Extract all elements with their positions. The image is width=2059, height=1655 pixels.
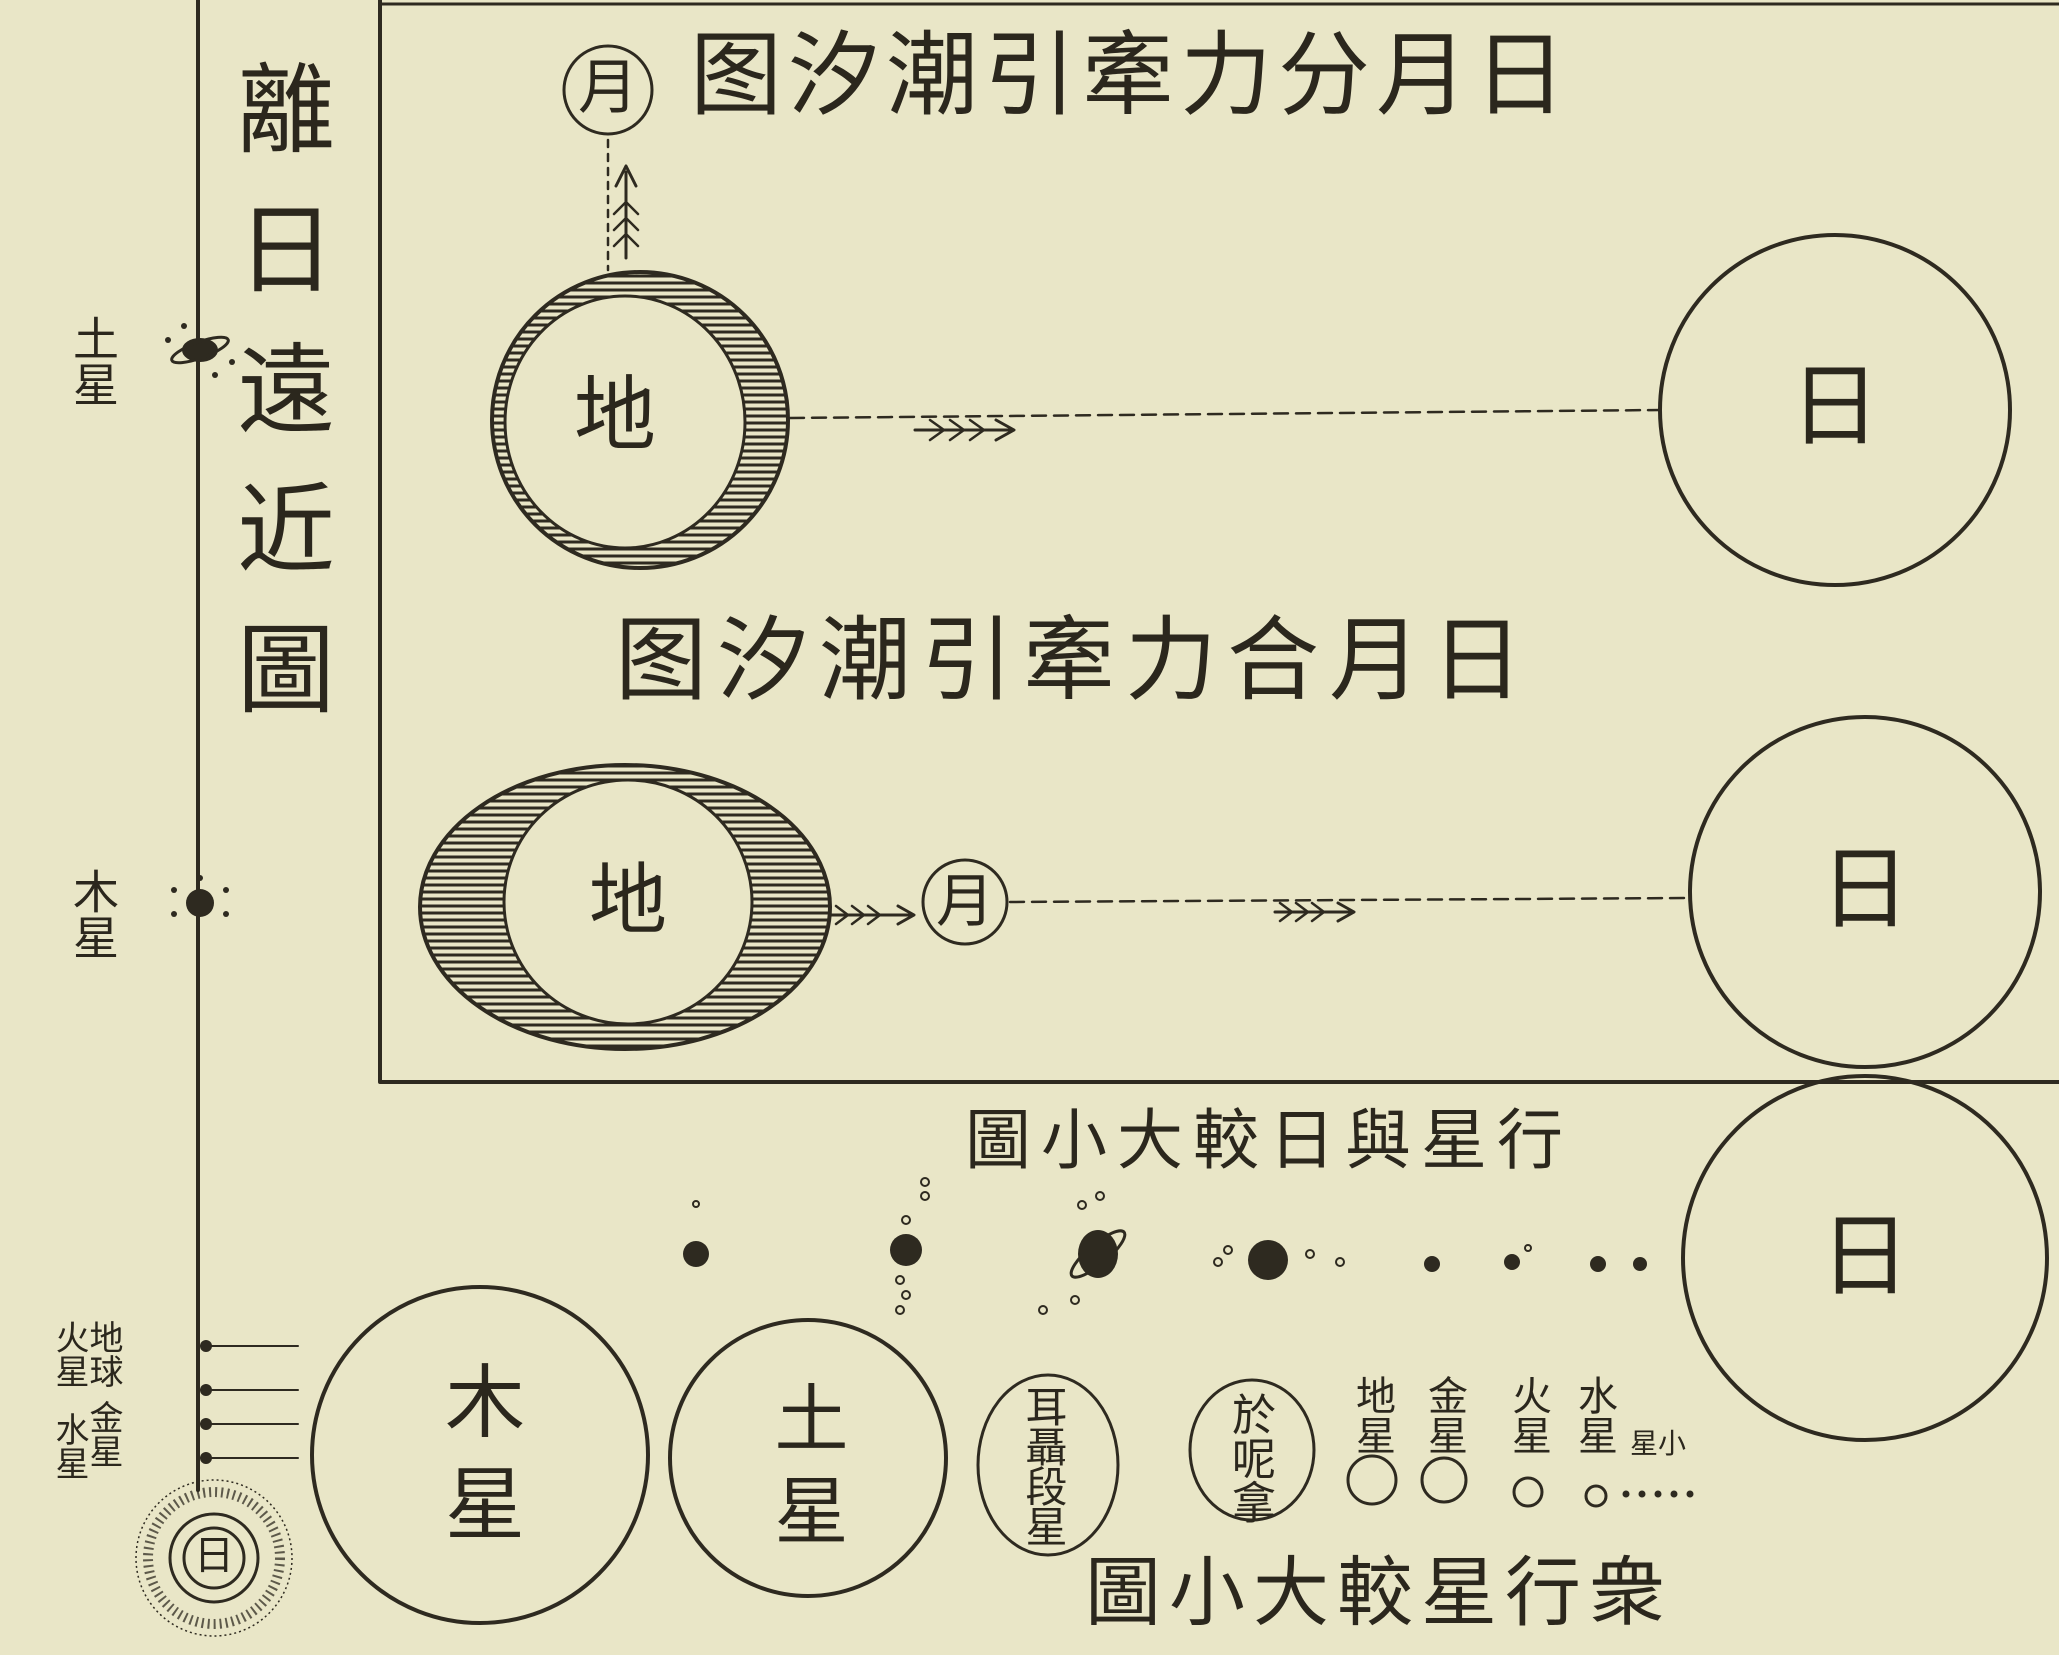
axis-jupiter-marker xyxy=(171,875,229,917)
venus-label: 金星 xyxy=(1421,1375,1467,1455)
jupiter-circle xyxy=(310,1285,650,1625)
earth-label-upper: 地 xyxy=(573,368,656,463)
saturn-circle xyxy=(668,1318,948,1598)
title-planet-sun-compare: 行星與日較大小圖 xyxy=(965,1102,1573,1179)
uranus-label: 耳聶段星 xyxy=(1019,1385,1068,1545)
axis-saturn-marker xyxy=(165,323,235,378)
earth-label-lower: 地 xyxy=(588,856,667,946)
saturn-label: 土星 xyxy=(762,1380,848,1564)
moon-conjunct xyxy=(921,858,1009,946)
neptune-label: 於呢拿 xyxy=(1224,1392,1275,1524)
mars-label: 火星 xyxy=(1505,1375,1551,1455)
title-sun-distance: 離日遠近圖 xyxy=(220,58,334,758)
uranus-circle xyxy=(976,1373,1120,1557)
tide-frame xyxy=(378,0,2059,1084)
earth-small-label: 地星 xyxy=(1349,1375,1395,1455)
axis-saturn-label: 土星 xyxy=(66,315,120,407)
sun-label-compare: 日 xyxy=(1820,1204,1910,1309)
sun-conjunct xyxy=(1688,715,2042,1069)
moon-label-lower: 月 xyxy=(935,867,994,935)
axis-label-venus: 金星 xyxy=(83,1400,123,1468)
mercury-label: 水星 xyxy=(1571,1375,1617,1455)
jupiter-label: 木星 xyxy=(432,1360,525,1564)
axis-label-mars: 火星 xyxy=(49,1320,89,1388)
title-conjunct-tide: 日月合力牽引潮汐图 xyxy=(615,607,1534,714)
sun-pull-line-upper xyxy=(788,408,1662,420)
axis-label-mercury: 水星 xyxy=(49,1412,89,1480)
radiant-sun-icon xyxy=(135,1479,293,1637)
moon-label-upper: 月 xyxy=(578,53,638,123)
moon-pull-arrow xyxy=(612,164,640,260)
title-separated-tide: 日月分力牽引潮汐图 xyxy=(690,22,1573,129)
sun-label-lower: 日 xyxy=(1820,837,1910,942)
radiant-sun-label: 日 xyxy=(194,1533,234,1579)
moon-separated xyxy=(562,44,654,136)
small-planet-circles xyxy=(1346,1454,1694,1508)
axis-label-earth: 地球 xyxy=(83,1320,123,1388)
title-planets-compare: 衆行星較大小圖 xyxy=(1085,1548,1673,1637)
axis-inner-planet-ticks xyxy=(200,1340,299,1464)
asteroids-label: 小星 xyxy=(1630,1427,1687,1460)
axis-jupiter-label: 木星 xyxy=(66,868,120,960)
planet-row-small xyxy=(683,1177,1647,1315)
sun-pull-arrow-upper xyxy=(913,418,1016,442)
sun-label-upper: 日 xyxy=(1790,354,1880,459)
conjunct-pull-arrows xyxy=(828,896,1692,926)
neptune-circle xyxy=(1188,1378,1316,1522)
earth-conjunct xyxy=(418,763,832,1051)
sun-compare xyxy=(1681,1074,2049,1442)
earth-separated xyxy=(490,270,790,570)
